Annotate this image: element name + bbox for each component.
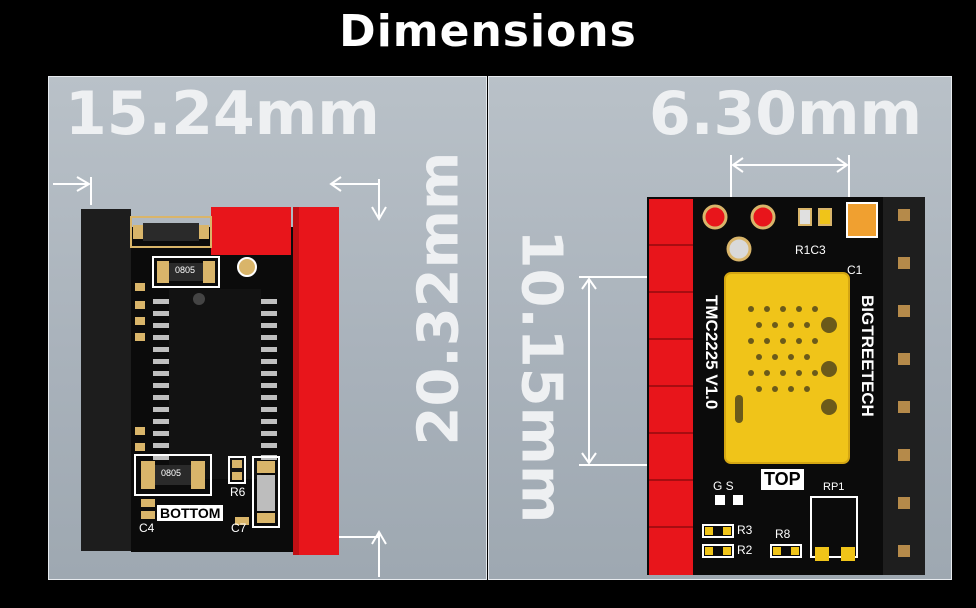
- ic-pins: [153, 299, 277, 460]
- top-board-drawing: [579, 155, 925, 575]
- header-pins: [898, 209, 910, 557]
- r6-label: R6: [230, 485, 246, 499]
- bottom-board-drawing: [53, 176, 387, 577]
- dimension-arrows: [53, 176, 387, 577]
- red-header-horizontal: [211, 207, 291, 255]
- width-dimension-label: 6.30mm: [649, 79, 923, 149]
- ic-chip: [169, 289, 261, 479]
- chip-code-label-1: 0805: [175, 265, 196, 275]
- chip-code-label-2: 0805: [161, 468, 182, 478]
- heatsink: [724, 272, 850, 464]
- c4-label: C4: [139, 521, 155, 535]
- r8-label: R8: [775, 527, 791, 541]
- pin-header-black: [81, 209, 131, 551]
- width-dimension-label: 15.24mm: [65, 79, 380, 149]
- r1c3-label: R1C3: [795, 243, 826, 257]
- red-header-vertical: [293, 207, 339, 555]
- r2-label: R2: [737, 543, 753, 557]
- heatsink-holes: [735, 306, 837, 423]
- gs-label: G S: [713, 479, 734, 493]
- top-view-panel: 6.30mm 10.15mm: [488, 76, 952, 580]
- top-label: TOP: [761, 469, 804, 490]
- bottom-view-panel: 15.24mm 20.32mm: [48, 76, 487, 580]
- page-title: Dimensions: [339, 6, 637, 57]
- rp1-label: RP1: [823, 481, 845, 493]
- brand-label: BIGTREETECH: [858, 295, 877, 417]
- black-header: [883, 197, 925, 575]
- bottom-label: BOTTOM: [157, 505, 224, 521]
- c7-label: C7: [231, 521, 247, 535]
- c1-label: C1: [847, 263, 863, 277]
- r3-label: R3: [737, 523, 753, 537]
- model-label: TMC2225 V1.0: [702, 295, 721, 410]
